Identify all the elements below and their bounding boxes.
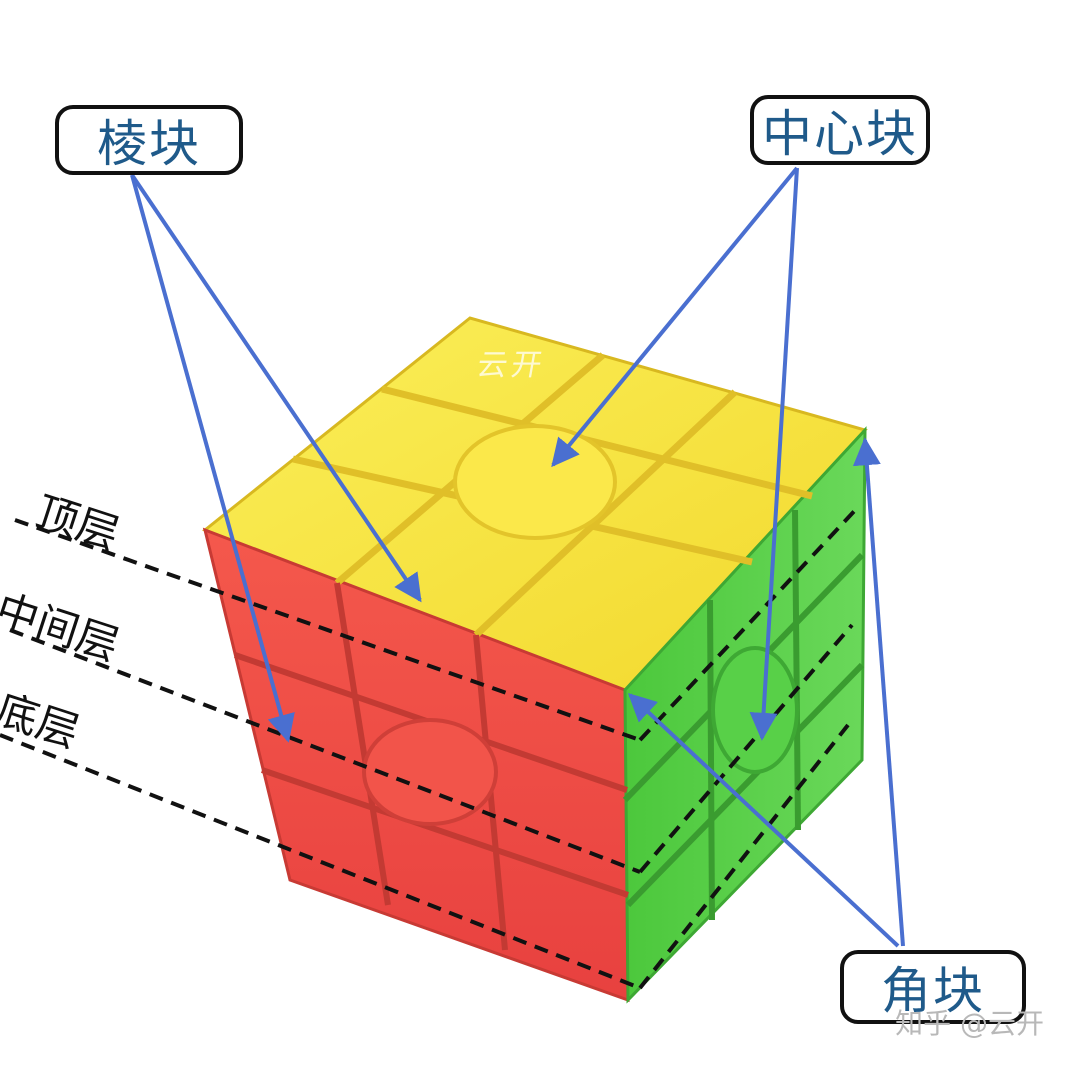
arrow-center-right [749, 167, 799, 741]
divider-middle-layer-right [638, 623, 854, 874]
divider-bottom-layer-right [638, 723, 850, 990]
arrow-corner-right [852, 437, 905, 947]
divider-top-layer-right [638, 503, 862, 742]
pointer-arrows [130, 166, 905, 948]
arrow-corner-front [627, 693, 900, 948]
divider-middle-layer [9, 628, 641, 874]
edge-piece-label: 棱块 [55, 105, 243, 175]
top-center-piece [453, 424, 617, 540]
arrow-edge-front [130, 174, 295, 743]
arrow-edge-top [130, 173, 422, 603]
center-piece-label: 中心块 [750, 95, 930, 165]
front-center-piece [362, 718, 498, 826]
cube [202, 316, 868, 1004]
arrow-center-top [551, 166, 799, 468]
right-center-piece [711, 646, 799, 774]
layer-dividers [0, 503, 862, 990]
cube-logo-mark: 云开 [474, 348, 549, 383]
divider-top-layer [14, 518, 641, 742]
watermark: 知乎 @云开 [895, 1007, 1044, 1040]
corner-piece-label: 角块 [840, 950, 1026, 1024]
